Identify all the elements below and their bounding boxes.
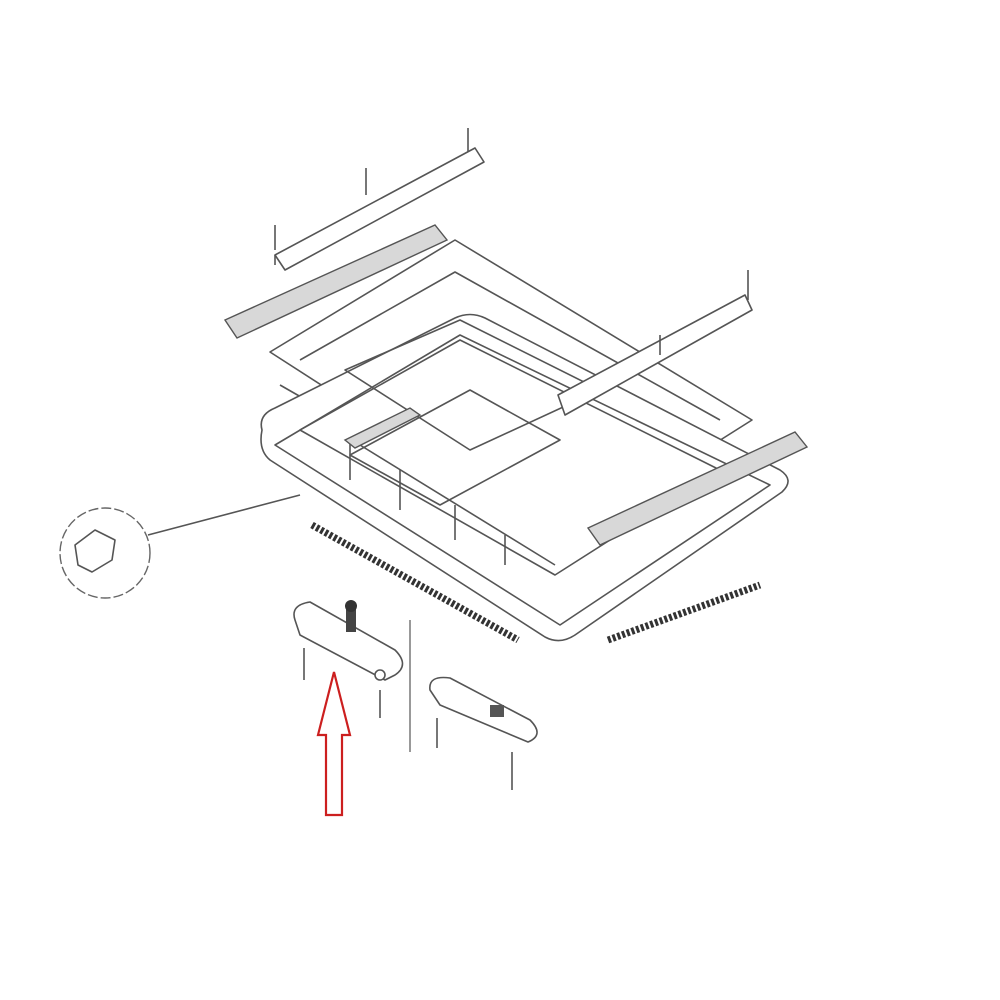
seal-strip-right [606,581,762,644]
rail-top [274,128,485,271]
rail-right [557,270,753,416]
detail-inset-clip [59,494,301,599]
handle-bracket-with-pin [293,600,404,718]
seal-strip-front [310,521,520,644]
highlight-arrow [316,671,352,817]
vent-grille [343,407,422,449]
brush-strip-right [586,431,809,546]
handle-bracket [429,676,538,790]
brush-strip-top [223,224,449,339]
